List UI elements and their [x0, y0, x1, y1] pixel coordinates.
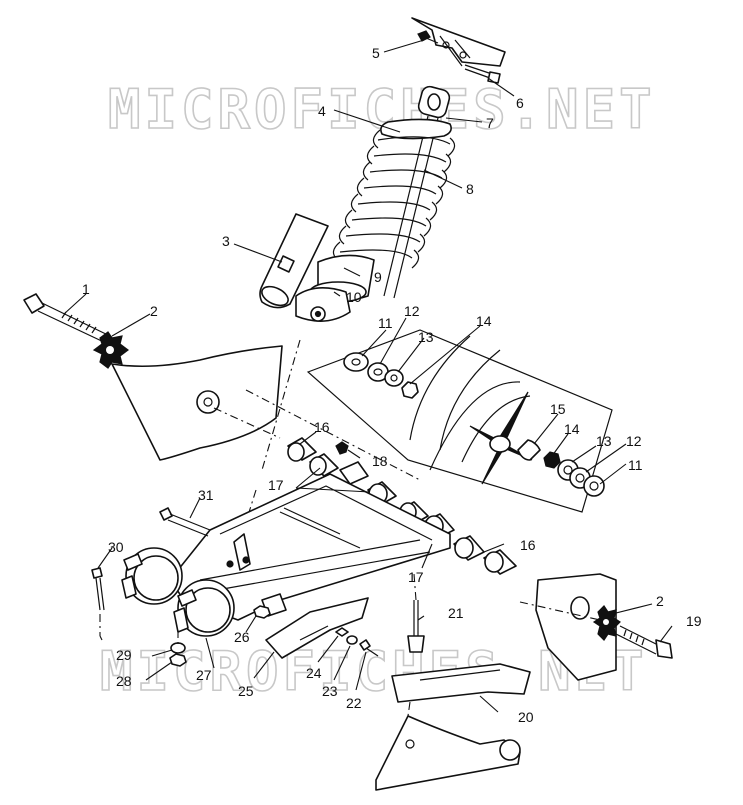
callout-17-lower: 17: [408, 569, 424, 585]
bracket-20: [391, 663, 531, 703]
callout-4: 4: [318, 103, 326, 119]
bolt-1: [23, 293, 113, 345]
callout-14-right: 14: [564, 421, 580, 437]
callout-18: 18: [372, 453, 388, 469]
washer-13-left: [384, 369, 404, 387]
spacer-15: [517, 439, 541, 461]
grease-fitting-18: [335, 441, 369, 485]
right-bracket-plate: [535, 573, 617, 681]
callout-9: 9: [374, 269, 382, 285]
callout-13-left: 13: [418, 329, 434, 345]
bolt-31: [159, 507, 211, 537]
clamp-ring-front: [173, 579, 235, 637]
nut-14-left: [401, 381, 419, 399]
callout-10: 10: [346, 289, 362, 305]
callout-15: 15: [550, 401, 566, 417]
bolt-5: [417, 30, 439, 44]
callout-5: 5: [372, 45, 380, 61]
callout-19: 19: [686, 613, 702, 629]
callout-29: 29: [116, 647, 132, 663]
star-nut-2-right: [592, 605, 621, 641]
watermark-top: MICROFICHES.NET: [108, 78, 656, 141]
bolt-30: [91, 567, 105, 636]
shock-absorber: [295, 85, 456, 322]
callout-12-left: 12: [404, 303, 420, 319]
washer-11-left: [343, 352, 369, 372]
washer-11-right: [583, 475, 605, 497]
callout-7: 7: [486, 115, 494, 131]
callout-16-upper: 16: [314, 419, 330, 435]
callout-22: 22: [346, 695, 362, 711]
leader-lines: [63, 39, 673, 713]
callout-14-left: 14: [476, 313, 492, 329]
left-bracket-plate: [111, 345, 283, 461]
bushing-16-lower: [483, 549, 517, 575]
callout-30: 30: [108, 539, 124, 555]
pin-24: [335, 627, 349, 637]
bushing-17-a: [309, 453, 339, 477]
callout-31: 31: [198, 487, 214, 503]
skid-plate-25: [265, 597, 369, 659]
washer-29: [170, 642, 186, 654]
callout-11-left: 11: [378, 315, 393, 331]
bushing-17-e: [453, 535, 485, 561]
callout-20: 20: [518, 709, 534, 725]
callout-3: 3: [222, 233, 230, 249]
callout-labels: 5 6 4 7 8 3 9 10 1 2 11 12 13 14 15 14 1…: [82, 45, 702, 725]
callout-28: 28: [116, 673, 132, 689]
callout-13-right: 13: [596, 433, 612, 449]
callout-2-right: 2: [656, 593, 664, 609]
nut-26: [253, 605, 271, 619]
star-nut-2-left: [92, 331, 129, 369]
lower-bracket: [375, 715, 521, 791]
callout-21: 21: [448, 605, 464, 621]
callout-16-lower: 16: [520, 537, 536, 553]
bolt-22: [359, 639, 379, 657]
callout-6: 6: [516, 95, 524, 111]
callout-11-right: 11: [628, 457, 643, 473]
clamp-ring-rear: [121, 547, 183, 605]
upper-mount-bracket: [411, 17, 506, 67]
callout-8: 8: [466, 181, 474, 197]
callout-24: 24: [306, 665, 322, 681]
callout-25: 25: [238, 683, 254, 699]
callout-26: 26: [234, 629, 250, 645]
bushing-16-upper: [287, 437, 317, 462]
nut-28: [169, 653, 187, 667]
nut-14-right: [543, 451, 561, 469]
washer-23: [346, 635, 358, 645]
callout-12-right: 12: [626, 433, 642, 449]
hub-spider: [469, 391, 533, 485]
callout-17-upper: 17: [268, 477, 284, 493]
callout-23: 23: [322, 683, 338, 699]
detail-inset: [306, 329, 613, 513]
callout-1: 1: [82, 281, 90, 297]
bolt-19: [615, 625, 673, 659]
bolt-21: [407, 600, 425, 653]
callout-27: 27: [196, 667, 212, 683]
reservoir-3: [259, 213, 329, 309]
callout-2-left: 2: [150, 303, 158, 319]
